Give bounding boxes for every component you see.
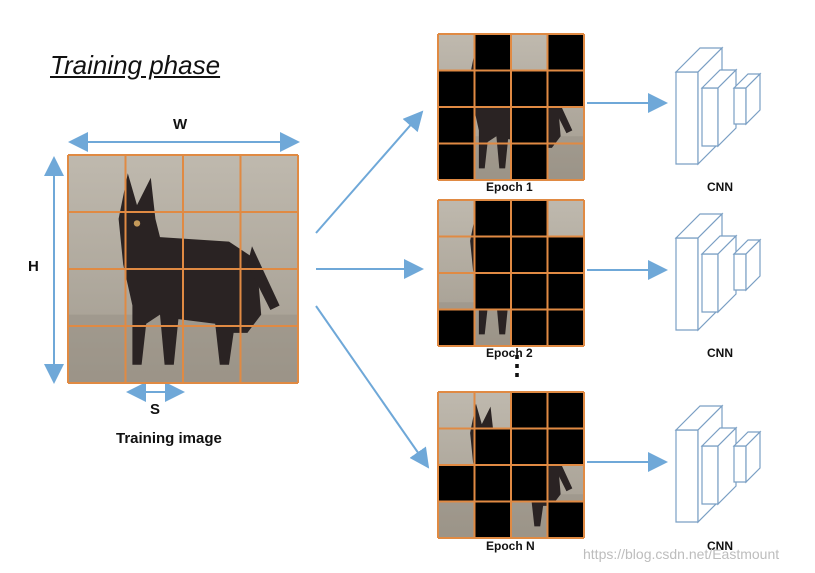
cnn-layer-face — [675, 237, 699, 331]
masked-cell — [511, 465, 548, 502]
masked-cell — [511, 428, 548, 465]
cnn-layer-face — [717, 68, 737, 148]
masked-cell — [547, 501, 584, 538]
cnn-icon-3 — [674, 404, 762, 524]
masked-cell — [474, 34, 511, 71]
epoch-1-grid — [437, 33, 585, 181]
cnn-label-1: CNN — [707, 180, 733, 194]
masked-cell — [547, 309, 584, 346]
masked-cell — [511, 200, 548, 237]
masked-cell — [474, 428, 511, 465]
training-image-label: Training image — [116, 430, 222, 447]
masked-cell — [547, 428, 584, 465]
cnn-arrows — [587, 93, 668, 472]
masked-cell — [511, 70, 548, 107]
cnn-label-3: CNN — [707, 539, 733, 553]
cnn-layer-face — [745, 430, 761, 484]
cnn-layer-face — [733, 253, 747, 291]
cnn-layer-face — [701, 87, 719, 147]
masked-cell — [474, 273, 511, 310]
masked-cell — [474, 236, 511, 273]
grid-size-label: S — [150, 401, 161, 418]
width-label: W — [173, 116, 188, 133]
masked-cell — [511, 107, 548, 144]
cnn-layer-face — [717, 426, 737, 506]
masked-cell — [511, 236, 548, 273]
ellipsis: ⋮ — [504, 350, 530, 380]
cnn-layer-face — [717, 234, 737, 314]
masked-cell — [511, 392, 548, 429]
cnn-layer-face — [675, 71, 699, 165]
masked-cell — [438, 70, 475, 107]
masked-cell — [547, 70, 584, 107]
cnn-layer-face — [701, 253, 719, 313]
masked-cell — [438, 465, 475, 502]
height-label: H — [28, 258, 39, 275]
epoch-3-grid — [437, 391, 585, 539]
cnn-layer-face — [733, 445, 747, 483]
masked-cell — [547, 273, 584, 310]
masked-cell — [474, 200, 511, 237]
epoch-label-2: Epoch 2 — [486, 346, 533, 360]
masked-cell — [438, 309, 475, 346]
cnn-label-2: CNN — [707, 346, 733, 360]
masked-cell — [474, 501, 511, 538]
masked-cell — [438, 143, 475, 180]
cnn-layer-face — [733, 87, 747, 125]
cnn-layer-face — [675, 429, 699, 523]
watermark: https://blog.csdn.net/Eastmount — [583, 546, 780, 562]
masked-cell — [547, 236, 584, 273]
masked-cell — [511, 143, 548, 180]
masked-cell — [511, 273, 548, 310]
cnn-layer-face — [745, 238, 761, 292]
cnn-icon-1 — [674, 46, 762, 166]
cnn-icon-2 — [674, 212, 762, 332]
cnn-layer-face — [745, 72, 761, 126]
epoch-label-1: Epoch 1 — [486, 180, 533, 194]
masked-cell — [511, 309, 548, 346]
masked-cell — [438, 107, 475, 144]
epoch-label-n: Epoch N — [486, 539, 535, 553]
epoch-arrows — [315, 110, 430, 469]
epoch-2-grid — [437, 199, 585, 347]
training-image — [67, 154, 299, 384]
cnn-layer-face — [701, 445, 719, 505]
masked-cell — [474, 70, 511, 107]
masked-cell — [547, 392, 584, 429]
masked-cell — [474, 465, 511, 502]
page-title: Training phase — [50, 50, 221, 80]
masked-cell — [547, 34, 584, 71]
